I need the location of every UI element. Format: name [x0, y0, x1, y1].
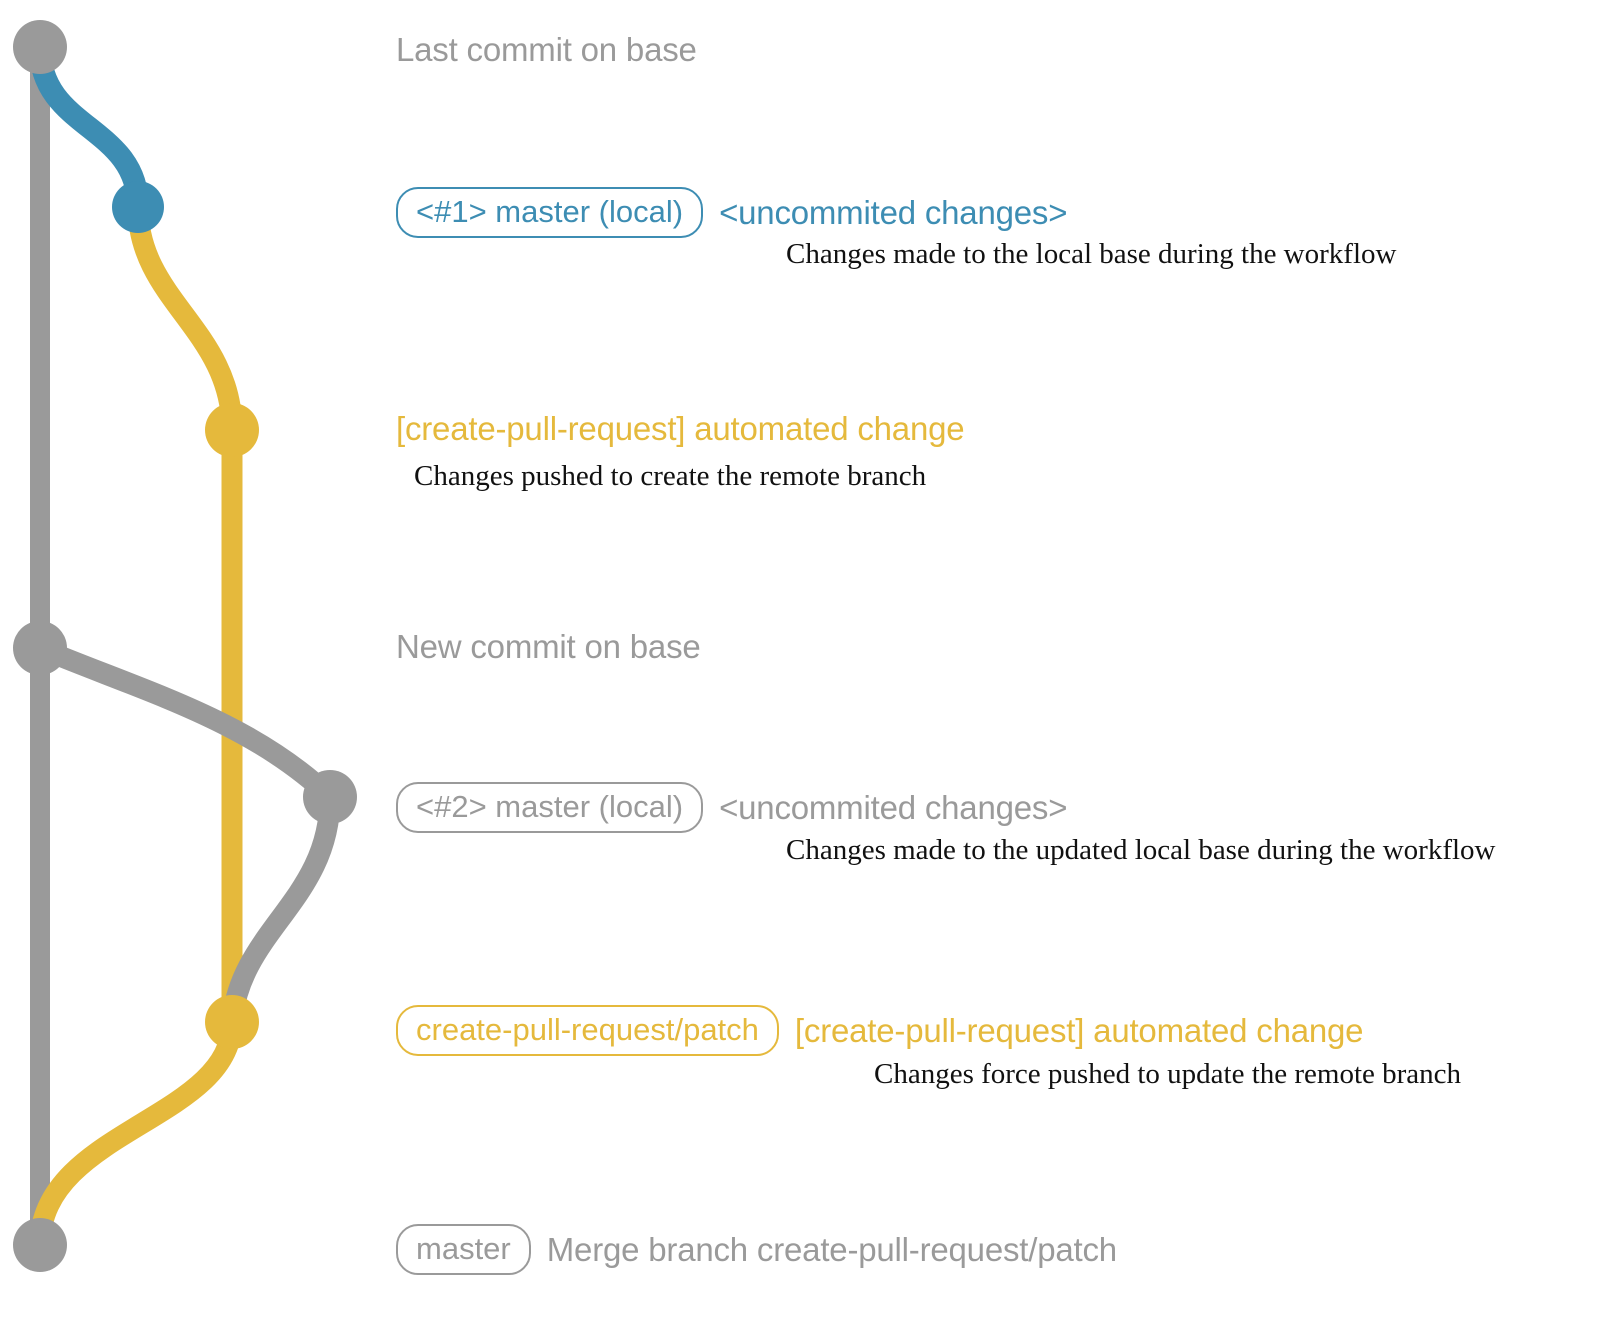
commit-message-local-2: <uncommited changes>	[719, 789, 1068, 826]
annotation-row-last-commit-on-base: Last commit on base	[396, 33, 697, 66]
badge-line-merge: master Merge branch create-pull-request/…	[396, 1224, 1117, 1275]
branch-badge-master[interactable]: master	[396, 1224, 531, 1275]
commit-message-patch-2: [create-pull-request] automated change	[794, 1012, 1364, 1049]
commit-node-patch-1	[205, 403, 259, 457]
git-commit-graph	[13, 20, 357, 1272]
commit-node-base-last	[13, 20, 67, 74]
edge-basenew-to-local2	[29, 637, 341, 808]
badge-line-local-1: <#1> master (local) <uncommited changes>	[396, 187, 1067, 238]
commit-node-base-merge	[13, 1218, 67, 1272]
description-patch-1: Changes pushed to create the remote bran…	[414, 460, 927, 492]
commit-message-merge: Merge branch create-pull-request/patch	[546, 1231, 1117, 1268]
annotation-row-patch-2: create-pull-request/patch [create-pull-r…	[396, 1005, 1364, 1056]
badge-line-local-2: <#2> master (local) <uncommited changes>	[396, 782, 1067, 833]
commit-headline-base-new: New commit on base	[396, 628, 701, 665]
edge-base-to-local1	[29, 36, 149, 218]
branch-badge-local-1[interactable]: <#1> master (local)	[396, 187, 704, 238]
description-patch-2: Changes force pushed to update the remot…	[874, 1058, 1462, 1090]
commit-node-local-2	[303, 770, 357, 824]
branch-badge-local-2[interactable]: <#2> master (local)	[396, 782, 704, 833]
annotation-row-merge: master Merge branch create-pull-request/…	[396, 1224, 1117, 1275]
commit-headline-base-last: Last commit on base	[396, 31, 697, 68]
annotation-row-local-1: <#1> master (local) <uncommited changes>	[396, 187, 1067, 238]
commit-node-base-new	[13, 621, 67, 675]
branch-badge-patch-2[interactable]: create-pull-request/patch	[396, 1005, 779, 1056]
badge-line-patch-2: create-pull-request/patch [create-pull-r…	[396, 1005, 1364, 1056]
edge-local2-to-patch2	[221, 786, 341, 1033]
edge-patch2-to-merge	[29, 1011, 243, 1256]
description-local-1: Changes made to the local base during th…	[786, 238, 1397, 270]
edge-local1-to-patch1	[127, 196, 243, 441]
commit-message-local-1: <uncommited changes>	[719, 194, 1068, 231]
commit-node-patch-2	[205, 995, 259, 1049]
commit-headline-patch-1: [create-pull-request] automated change	[396, 410, 965, 447]
annotation-row-patch-1: [create-pull-request] automated change	[396, 410, 965, 447]
commit-node-local-1	[112, 181, 164, 233]
annotation-row-new-commit-on-base: New commit on base	[396, 630, 701, 663]
annotation-row-local-2: <#2> master (local) <uncommited changes>	[396, 782, 1067, 833]
description-local-2: Changes made to the updated local base d…	[786, 834, 1496, 866]
